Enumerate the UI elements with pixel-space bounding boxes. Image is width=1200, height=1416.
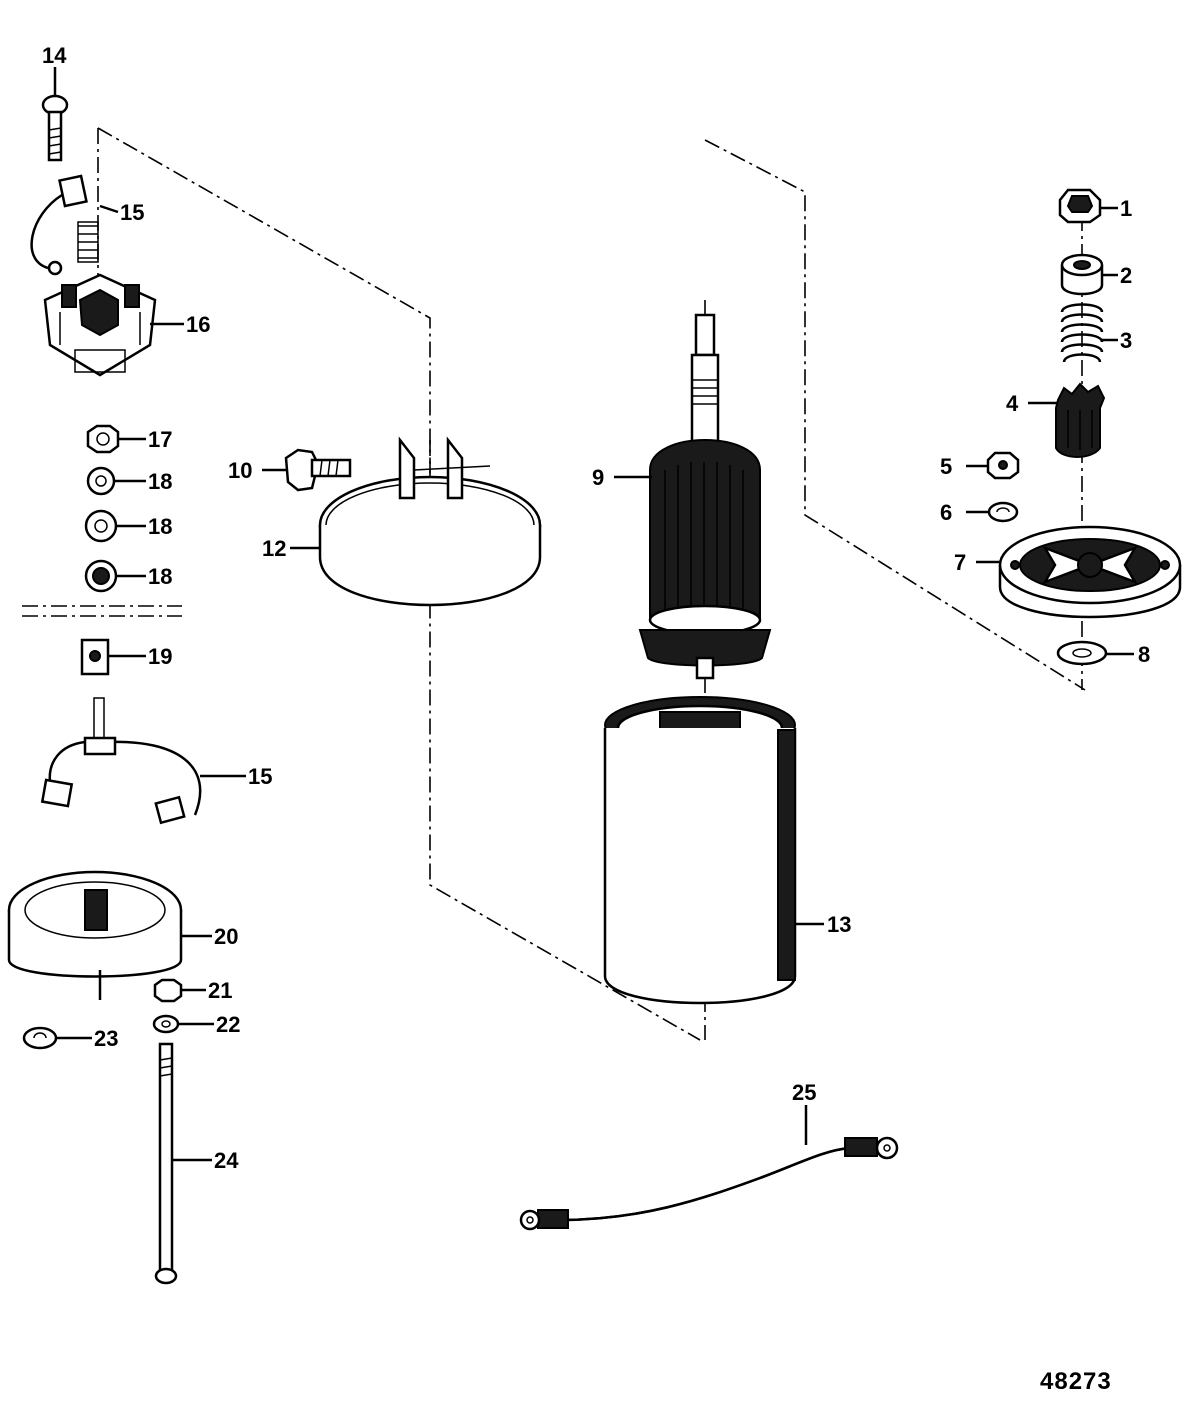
part-23-nut	[153, 978, 183, 1003]
part-20-insulating-washer	[84, 559, 118, 593]
part-8-thrust-washer	[1056, 640, 1108, 666]
callout-23: 21	[208, 978, 232, 1003]
part-7-drive-end-cap	[998, 525, 1182, 619]
callout-10: 10	[228, 458, 252, 483]
part-25-ground-cable	[519, 1136, 899, 1231]
callout-labels: 1 2 3 4 5 6 7 8 9 10 12 13 14 15 15 16 1…	[42, 43, 1150, 1173]
part-13-field-frame	[603, 696, 797, 1005]
callout-12: 12	[262, 536, 286, 561]
callout-16: 16	[186, 312, 210, 337]
callout-15-lower: 15	[248, 764, 272, 789]
part-6-lockwasher	[987, 501, 1019, 523]
part-4-pinion-gear	[1055, 382, 1106, 458]
callout-5: 5	[940, 454, 952, 479]
figure-number: 48273	[1040, 1368, 1112, 1395]
callout-22: 20	[214, 924, 238, 949]
callout-17: 17	[148, 427, 172, 452]
part-22-end-housing	[7, 870, 183, 1000]
callout-24: 24	[214, 1148, 239, 1173]
callout-4: 4	[1006, 391, 1019, 416]
part-14-bolt	[41, 94, 69, 162]
part-15-brush-and-spring-upper	[30, 174, 99, 276]
callout-3: 3	[1120, 328, 1132, 353]
callout-7: 7	[954, 550, 966, 575]
callout-18-left: 23	[94, 1026, 118, 1051]
part-18-lockwasher-upper	[86, 466, 116, 496]
callout-8: 8	[1138, 642, 1150, 667]
part-17-nut	[86, 424, 120, 454]
assembly-centerlines	[22, 127, 1086, 1041]
callout-14: 14	[42, 43, 67, 68]
part-2-spacer	[1060, 253, 1104, 296]
callout-19: 18	[148, 514, 172, 539]
part-9-armature	[638, 313, 772, 680]
part-10-clamp-bolt	[284, 448, 352, 492]
callout-9: 9	[592, 465, 604, 490]
part-16-brush-holder	[43, 273, 157, 377]
callout-leaders	[53, 67, 1134, 1162]
callout-18-middle: 22	[216, 1012, 240, 1037]
part-5-nut	[986, 451, 1020, 480]
part-21-insulator	[80, 638, 110, 676]
callout-15-upper: 15	[120, 200, 144, 225]
callout-13: 13	[827, 912, 851, 937]
callout-1: 1	[1120, 196, 1132, 221]
part-18-lockwasher-left	[22, 1026, 58, 1050]
callout-25: 25	[792, 1080, 816, 1105]
part-24-through-bolt	[154, 1042, 178, 1285]
callout-6: 6	[940, 500, 952, 525]
part-12-band-clamp	[318, 436, 542, 607]
callout-20: 18	[148, 564, 172, 589]
part-1-nut	[1058, 188, 1102, 224]
part-19-flat-washer	[84, 509, 118, 543]
part-3-spring	[1060, 303, 1104, 363]
part-15-brush-set-lower	[40, 697, 202, 825]
callout-2: 2	[1120, 263, 1132, 288]
callout-21: 19	[148, 644, 172, 669]
part-18-lockwasher-middle	[152, 1014, 180, 1034]
callout-18-upper: 18	[148, 469, 172, 494]
